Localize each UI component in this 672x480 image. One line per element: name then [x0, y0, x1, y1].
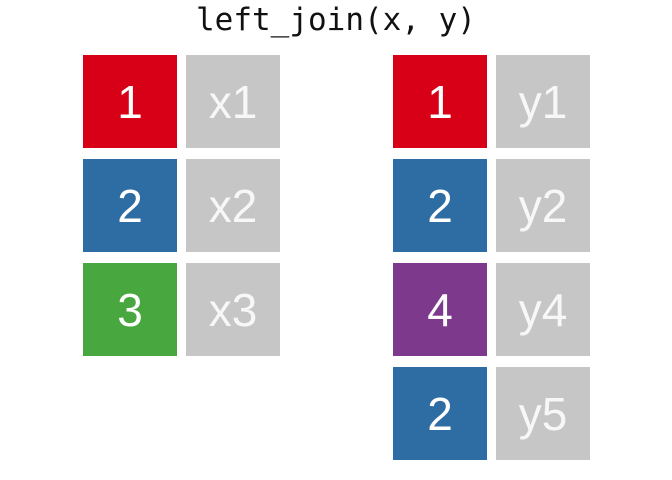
- key-cell: 2: [393, 159, 487, 252]
- value-cell: y2: [496, 159, 590, 252]
- key-cell: 2: [393, 367, 487, 460]
- key-cell: 1: [393, 55, 487, 148]
- value-cell: y4: [496, 263, 590, 356]
- diagram-title: left_join(x, y): [196, 2, 476, 38]
- key-cell: 4: [393, 263, 487, 356]
- value-cell: x2: [186, 159, 280, 252]
- key-cell: 2: [83, 159, 177, 252]
- value-cell: x3: [186, 263, 280, 356]
- key-cell: 3: [83, 263, 177, 356]
- value-cell: y5: [496, 367, 590, 460]
- value-cell: x1: [186, 55, 280, 148]
- value-cell: y1: [496, 55, 590, 148]
- key-cell: 1: [83, 55, 177, 148]
